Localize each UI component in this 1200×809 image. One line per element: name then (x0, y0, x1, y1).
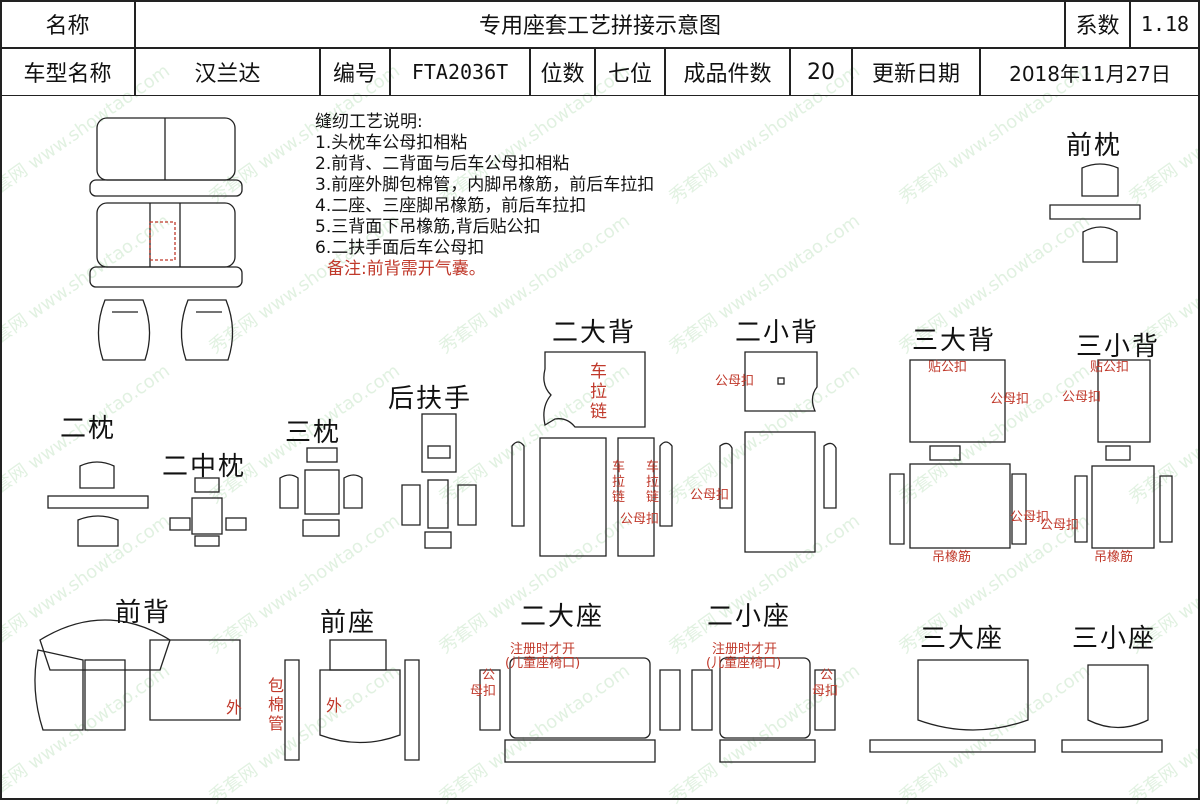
snap-short-annotation: 公 (820, 668, 834, 683)
third-headrest-pattern (279, 447, 363, 537)
note-item: 5.三背面下吊橡筋,背后贴公扣 (315, 217, 541, 237)
second-mid-headrest-pattern (169, 477, 247, 547)
label-third-headrest: 三枕 (285, 418, 342, 448)
zipper-char: 链 (612, 490, 626, 505)
label-third-small-seat: 三小座 (1072, 624, 1157, 654)
count-label: 成品件数 (665, 48, 790, 96)
child-seat-note: (儿童座椅口) (706, 656, 782, 671)
third-small-back-pattern (1074, 359, 1173, 549)
code-label: 编号 (320, 48, 390, 96)
label-front-seat: 前座 (320, 608, 377, 638)
note-item: 4.二座、三座脚吊橡筋，前后车拉扣 (315, 196, 587, 216)
elastic-annotation: 吊橡筋 (1094, 550, 1134, 565)
outer-annotation: 外 (226, 698, 243, 717)
zipper-char: 拉 (590, 382, 607, 402)
zipper-annotation: 车 拉 链 (590, 362, 610, 422)
code-value: FTA2036T (390, 48, 530, 96)
snap-short-annotation: 公 (482, 668, 496, 683)
label-third-small-back: 三小背 (1076, 332, 1161, 362)
zipper-annotation-small-left: 车 拉 链 (612, 460, 626, 505)
paste-male-annotation: 贴公扣 (1090, 360, 1130, 375)
sewing-notes: 缝纫工艺说明: 1.头枕车公母扣相粘 2.前背、二背面与后车公母扣相粘 3.前座… (315, 112, 654, 280)
seats-label: 位数 (530, 48, 595, 96)
zipper-char: 车 (590, 362, 607, 382)
label-front-headrest: 前枕 (1066, 131, 1123, 161)
zipper-char: 车 (612, 460, 626, 475)
label-rear-armrest: 后扶手 (388, 384, 473, 414)
model-value: 汉兰达 (135, 48, 320, 96)
label-second-big-back: 二大背 (552, 318, 637, 348)
foam-tube-char: 包 (268, 676, 285, 695)
notes-title: 缝纫工艺说明: (315, 112, 423, 132)
second-big-back-pattern (511, 351, 673, 557)
label-second-small-back: 二小背 (735, 318, 820, 348)
snap-short-annotation: 母扣 (812, 684, 839, 699)
third-big-back-pattern (889, 359, 1027, 549)
front-seat-pattern (284, 639, 420, 761)
note-item: 2.前背、二背面与后车公母扣相粘 (315, 154, 570, 174)
label-second-mid-headrest: 二中枕 (162, 452, 247, 482)
model-label: 车型名称 (0, 48, 135, 96)
snap-annotation: 公母扣 (990, 392, 1030, 407)
foam-tube-char: 管 (268, 714, 285, 733)
zipper-annotation-small-right: 车 拉 链 (646, 460, 660, 505)
zipper-char: 车 (646, 460, 660, 475)
foam-tube-char: 棉 (268, 695, 285, 714)
paste-male-annotation: 贴公扣 (928, 360, 968, 375)
outer-annotation: 外 (326, 696, 343, 715)
front-headrest-pattern (1049, 163, 1141, 263)
snap-annotation: 公母扣 (690, 488, 730, 503)
foam-tube-annotation: 包 棉 管 (268, 676, 286, 733)
child-seat-note: (儿童座椅口) (505, 656, 581, 671)
child-seat-note: 注册时才开 (712, 642, 778, 657)
second-small-back-pattern (719, 351, 837, 553)
seat-overview-icon (89, 117, 243, 361)
zipper-char: 拉 (612, 475, 626, 490)
snap-annotation: 公母扣 (1010, 510, 1050, 525)
snap-short-annotation: 母扣 (470, 684, 497, 699)
zipper-char: 拉 (646, 475, 660, 490)
third-big-seat-pattern (869, 659, 1036, 753)
label-second-headrest: 二枕 (60, 414, 117, 444)
date-label: 更新日期 (852, 48, 980, 96)
zipper-char: 链 (590, 402, 607, 422)
date-value: 2018年11月27日 (980, 48, 1200, 96)
count-value: 20 (790, 48, 852, 96)
snap-annotation: 公母扣 (715, 374, 755, 389)
label-second-small-seat: 二小座 (707, 602, 792, 632)
seats-value: 七位 (595, 48, 665, 96)
note-item: 1.头枕车公母扣相粘 (315, 133, 468, 153)
front-back-pattern (34, 619, 241, 731)
second-small-seat-pattern (691, 657, 836, 763)
elastic-annotation: 吊橡筋 (932, 550, 972, 565)
zipper-char: 链 (646, 490, 660, 505)
label-third-big-back: 三大背 (912, 326, 997, 356)
rear-armrest-pattern (401, 413, 477, 549)
label-third-big-seat: 三大座 (920, 624, 1005, 654)
note-item: 3.前座外脚包棉管，内脚吊橡筋，前后车拉扣 (315, 175, 655, 195)
label-second-big-seat: 二大座 (520, 602, 605, 632)
child-seat-note: 注册时才开 (510, 642, 576, 657)
third-small-seat-pattern (1061, 664, 1163, 753)
second-headrest-pattern (47, 461, 149, 547)
snap-annotation: 公母扣 (1040, 518, 1080, 533)
note-item: 6.二扶手面后车公母扣 (315, 238, 485, 258)
notes-remark: 备注:前背需开气囊。 (327, 259, 486, 279)
second-big-seat-pattern (479, 657, 681, 763)
label-front-back: 前背 (115, 598, 172, 628)
snap-annotation: 公母扣 (620, 512, 660, 527)
snap-annotation: 公母扣 (1062, 390, 1102, 405)
